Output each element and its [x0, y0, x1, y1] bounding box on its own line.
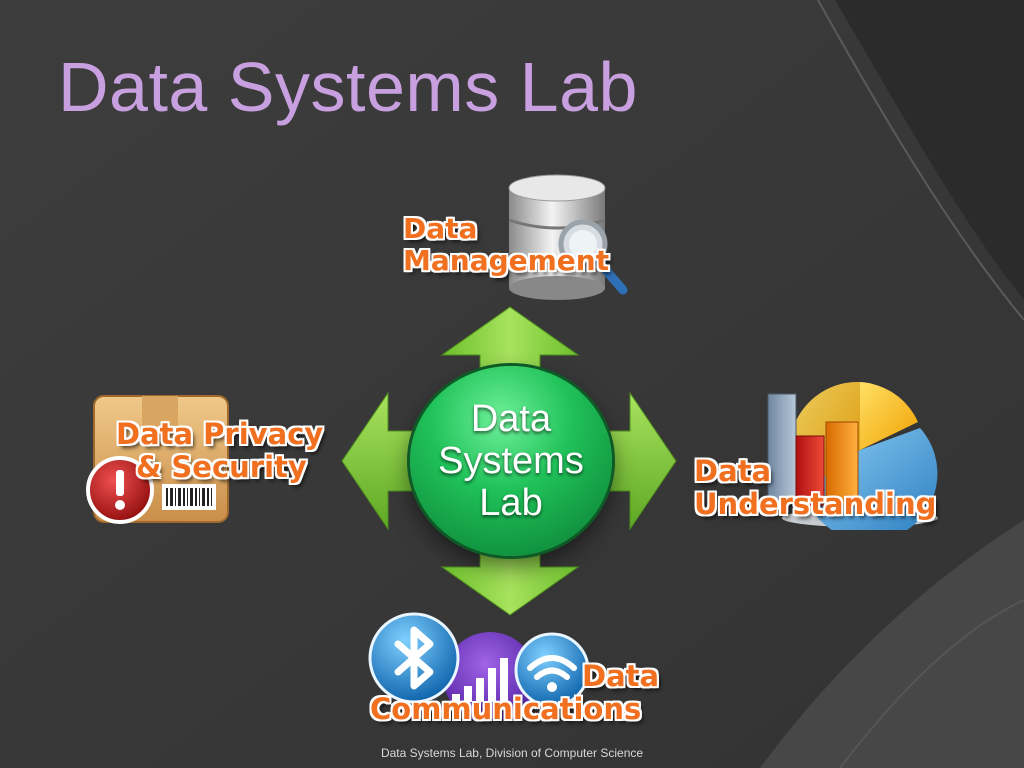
database-icon	[508, 174, 628, 300]
bottom-right-shape	[760, 520, 1024, 768]
corner-curve	[817, 0, 1024, 321]
node-label-line2: Management	[403, 244, 610, 278]
communications-icons	[368, 612, 590, 720]
signal-bars-icon	[444, 632, 536, 720]
hub-label-line1: Data	[470, 398, 552, 440]
node-label-line1: Data	[694, 454, 772, 488]
slide-footer: Data Systems Lab, Division of Computer S…	[380, 746, 644, 760]
node-label-line1: Data Privacy	[116, 417, 324, 451]
node-label-line1: Data	[403, 212, 478, 245]
hub-label: Data Systems Lab	[416, 398, 606, 524]
hub-label-line2: Systems	[438, 440, 584, 482]
node-label-line1: Data	[582, 659, 660, 693]
node-label-data-management: Data Management	[403, 212, 610, 278]
package-warning-icon	[86, 395, 229, 524]
slide-title: Data Systems Lab	[58, 48, 638, 126]
chart-icon	[767, 381, 938, 530]
node-label-data-understanding: Data Understanding	[694, 454, 937, 522]
node-label-data-communications: Data Communications	[370, 659, 660, 727]
bottom-right-curve	[839, 599, 1024, 768]
hub-circle: Data Systems Lab	[410, 366, 612, 556]
bluetooth-icon	[368, 612, 460, 704]
node-label-line2: Communications	[370, 692, 642, 727]
hub-label-line3: Lab	[479, 482, 543, 524]
node-label-line2: Understanding	[694, 487, 937, 522]
corner-shape	[835, 0, 1024, 300]
wifi-icon	[514, 632, 590, 708]
node-label-line2: & Security	[136, 450, 307, 485]
node-label-data-privacy-security: Data Privacy & Security	[116, 417, 324, 485]
